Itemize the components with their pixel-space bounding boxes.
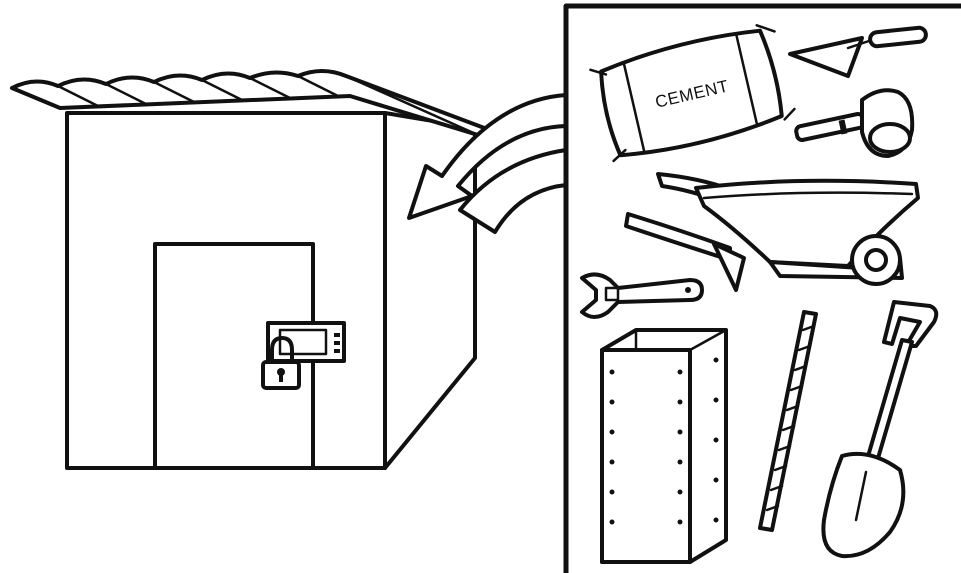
wheelbarrow-icon: [626, 174, 918, 290]
rebar-icon: [760, 312, 816, 530]
shovel-icon: [823, 302, 936, 556]
formwork-frame-icon: [602, 330, 726, 562]
trowel-icon: [790, 27, 927, 76]
cement-bag-icon: CEMENT: [589, 21, 797, 163]
wrench-icon: [582, 274, 702, 317]
mallet-icon: [795, 90, 912, 156]
shed-icon: [12, 71, 495, 468]
